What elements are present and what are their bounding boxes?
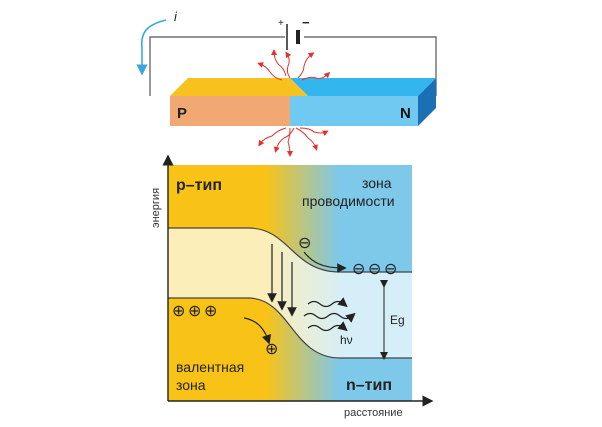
photon-waves (303, 297, 356, 332)
y-axis-label: энергия (150, 188, 162, 228)
electron-symbol: ⊖ (384, 261, 397, 278)
battery-plus-sign: + (278, 18, 284, 29)
n-block-top (290, 78, 436, 96)
circuit: + − i (136, 9, 437, 96)
recombination-arrows (267, 244, 297, 317)
band-gap-region (168, 228, 412, 358)
n-block-label: N (400, 105, 411, 122)
conduction-band-edge (168, 227, 412, 273)
band-gap-label: Eg (390, 313, 405, 327)
n-block-front (290, 96, 418, 126)
band-diagram: энергия расстояние р–тип n–тип зона пров… (150, 154, 434, 419)
hole-symbol: ⊕ (204, 303, 217, 320)
battery-icon (286, 24, 300, 50)
hole-drift-arrow (243, 317, 272, 345)
holes: ⊕ ⊕ ⊕ ⊕ (172, 303, 278, 358)
n-block-side (418, 78, 436, 126)
valence-band-label-line1: валентная (176, 359, 244, 375)
battery-minus-sign: − (302, 15, 310, 30)
electron-symbol: ⊖ (298, 235, 311, 252)
light-emission-rays (257, 49, 331, 157)
p-block-top (170, 78, 308, 96)
pn-junction-block: P N (170, 49, 436, 157)
electron-symbol: ⊖ (368, 261, 381, 278)
hole-symbol: ⊕ (188, 303, 201, 320)
p-block-front (170, 96, 290, 126)
n-type-label: n–тип (346, 377, 392, 394)
x-axis-label: расстояние (344, 407, 403, 419)
electron-symbol: ⊖ (352, 261, 365, 278)
conduction-band-label-line2: проводимости (302, 193, 395, 209)
hole-symbol: ⊕ (265, 341, 278, 358)
valence-band-edge (168, 297, 412, 359)
circuit-wire (149, 36, 437, 96)
p-block-label: P (177, 105, 187, 122)
electron-drift-arrow (303, 251, 347, 273)
photon-label: hν (340, 333, 353, 347)
valence-band-label-line2: зона (176, 377, 206, 393)
p-type-label: р–тип (176, 177, 222, 194)
conduction-band-label-line1: зона (362, 175, 392, 191)
current-arrow (136, 19, 167, 76)
electrons: ⊖ ⊖ ⊖ ⊖ (298, 235, 397, 278)
current-label: i (174, 9, 178, 24)
hole-symbol: ⊕ (172, 303, 185, 320)
